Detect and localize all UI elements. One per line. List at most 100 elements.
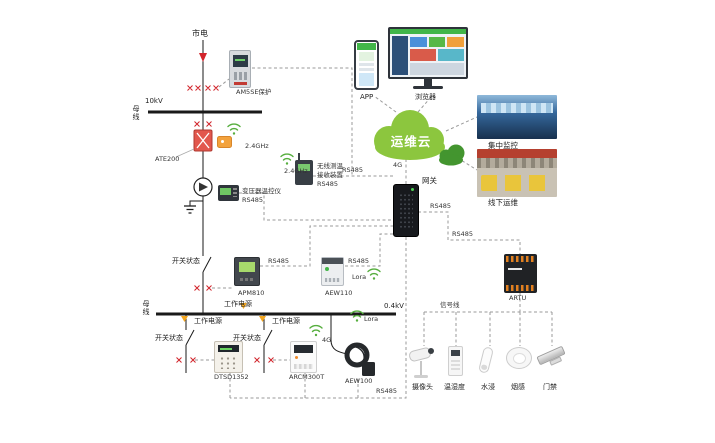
aew100-label: AEW100 (345, 377, 373, 385)
comm-line-network (195, 67, 553, 399)
phone-row (359, 68, 374, 71)
water-sensor-tip (480, 364, 488, 371)
aew110-lora-label: Lora (352, 273, 367, 281)
screen-chart-area (410, 63, 464, 75)
hv-switch-status-label: 开关状态 (172, 257, 200, 265)
arcm300t-label: ARCM300T (289, 373, 325, 381)
artu-label: ARTU (509, 294, 527, 302)
temp-humidity-device (448, 346, 463, 376)
lv-voltage-label: 0.4kV (384, 302, 404, 310)
ct-marks (176, 85, 274, 363)
signal-line-label: 信号线 (440, 301, 460, 309)
phone-card (359, 52, 374, 61)
phone-header (357, 43, 376, 50)
monitor-screen (388, 27, 468, 79)
gateway-bus-bottom-label: RS485 (376, 387, 398, 395)
water-label: 水浸 (481, 383, 495, 391)
phone-chart (359, 73, 374, 86)
photo-vehicles (481, 175, 553, 191)
artu-label-strip (508, 268, 522, 270)
cloud-shape (374, 110, 465, 166)
aew100-clamp-device (344, 342, 375, 376)
receiver-antenna (298, 153, 300, 160)
wifi-icon (309, 324, 323, 337)
transformer-controller-bus-label: RS485 (242, 196, 264, 204)
receiver-label-2: 接收装置 (317, 171, 343, 179)
dtsd1352-label: DTSD1352 (214, 373, 249, 381)
arcm-terminals (294, 364, 313, 369)
aew110-terminals (325, 278, 340, 282)
freq-label-1: 2.4GHz (245, 142, 269, 150)
feeder-arrow (199, 53, 207, 62)
wifi-icon (350, 310, 364, 322)
feeder1-switch-label: 开关状态 (155, 334, 183, 342)
gateway-device (393, 184, 419, 237)
temp-humidity-label: 温湿度 (444, 383, 465, 391)
browser-monitor (388, 27, 468, 90)
apm810-device (234, 257, 260, 286)
feeder1-aux-label: 工作电源 (194, 317, 222, 325)
artu-device (504, 254, 537, 293)
apm810-buttons (240, 278, 255, 281)
dtsd-buttons (219, 356, 238, 369)
ate200-leader-line (175, 148, 195, 158)
transformer-symbol (193, 177, 213, 197)
transformer-controller-label: 变压器温控仪 (242, 187, 281, 195)
wireless-temp-sensor-device (217, 136, 232, 148)
photo-banner (477, 149, 557, 158)
screen-sidebar (392, 36, 408, 75)
screen-tile-red (410, 49, 436, 61)
smoke-detector-device (506, 347, 532, 369)
cloud-label: 运维云 (390, 134, 432, 149)
th-grille (451, 360, 460, 372)
gateway-bus-right1-label: RS485 (430, 202, 452, 210)
arcm-led (295, 356, 298, 359)
artu-terminals-bottom (506, 285, 535, 291)
arcm-display (294, 345, 313, 353)
screen-tile-blue (410, 37, 427, 47)
aew110-label: AEW110 (325, 289, 353, 297)
ate200-label: ATE200 (155, 155, 180, 163)
protection-relay-device (229, 50, 251, 88)
protection-relay-label: AM5SE保护 (236, 88, 272, 96)
apm810-bus-label: RS485 (268, 257, 290, 265)
app-label: APP (360, 93, 374, 101)
aew110-led (325, 267, 329, 271)
lv-busbar-label: 母线 (142, 300, 151, 316)
feeder3-lora-label: Lora (364, 315, 379, 323)
feeder3-net-label: 4G (322, 336, 332, 344)
receiver-label-3: RS485 (317, 180, 339, 188)
aew110-top-band (322, 258, 343, 264)
camera-pole (420, 361, 422, 375)
relay-screen-line (235, 59, 245, 61)
arcm300t-device (290, 341, 317, 373)
screen-tile-orange (447, 37, 464, 47)
aux-power-main-label: 工作电源 (224, 300, 252, 308)
freq-label-2: 2.4GHz (284, 167, 308, 175)
relay-badge (234, 82, 247, 85)
gateway-label: 网关 (422, 176, 437, 185)
central-monitoring-label: 集中监控 (488, 141, 518, 150)
receiver-display (298, 164, 310, 171)
tc-buttons (233, 188, 237, 197)
photo-crowd-band (477, 158, 557, 168)
field-ops-label: 线下运维 (488, 198, 518, 207)
cloud-uplink-label: 4G (393, 161, 403, 169)
hv-voltage-label: 10kV (145, 97, 163, 105)
wireless-receiver-device (295, 153, 313, 185)
door-label: 门禁 (543, 383, 557, 391)
mains-label: 市电 (192, 29, 208, 38)
hv-busbar-label: 母线 (132, 105, 141, 121)
tc-display (220, 188, 231, 195)
photo-desk-band (481, 126, 553, 135)
transformer-controller-device (218, 185, 239, 201)
gateway-bus-right2-label: RS485 (452, 230, 474, 238)
app-phone (354, 40, 379, 90)
aew110-bus-label: RS485 (348, 257, 370, 265)
camera-lens (428, 348, 434, 354)
gateway-vents (399, 193, 413, 228)
smoke-detector-inner (513, 353, 526, 364)
feeder2-switch-label: 开关状态 (233, 334, 261, 342)
sensor-dot (221, 140, 224, 143)
